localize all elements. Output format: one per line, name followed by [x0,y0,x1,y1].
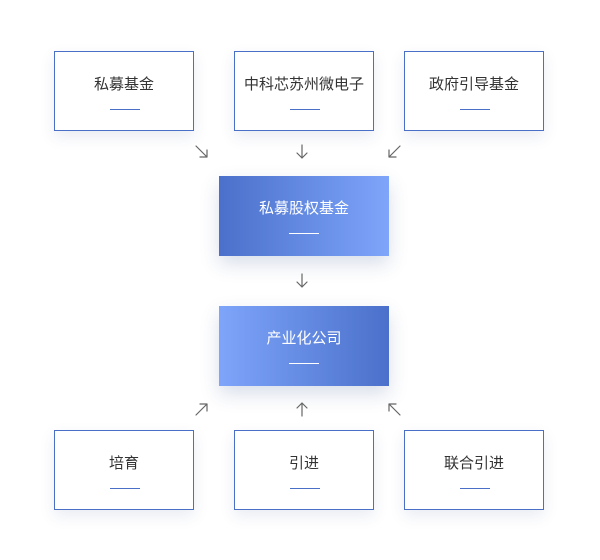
source-box-zhongkexin: 中科芯苏州微电子 [234,51,374,131]
underline-divider [460,109,490,110]
company-label: 产业化公司 [266,329,342,347]
source-label: 政府引导基金 [428,75,519,93]
private-equity-fund-box: 私募股权基金 [219,176,389,256]
fund-label: 私募股权基金 [258,199,349,217]
underline-divider [110,488,140,489]
underline-divider [289,233,319,234]
underline-divider [289,363,319,364]
source-box-government-fund: 政府引导基金 [404,51,544,131]
arrow-down-icon [294,144,310,160]
underline-divider [290,488,320,489]
support-box-introduce: 引进 [234,430,374,510]
arrow-down-left-icon [386,144,402,160]
arrow-up-left-icon [386,401,402,417]
underline-divider [110,109,140,110]
support-box-joint-introduce: 联合引进 [404,430,544,510]
source-label: 中科芯苏州微电子 [243,75,364,93]
support-label: 培育 [108,454,139,472]
industrialization-company-box: 产业化公司 [219,306,389,386]
arrow-up-right-icon [194,401,210,417]
arrow-down-right-icon [194,144,210,160]
support-label: 引进 [288,454,319,472]
underline-divider [460,488,490,489]
support-label: 联合引进 [443,454,504,472]
source-box-private-fund: 私募基金 [54,51,194,131]
arrow-up-icon [294,401,310,417]
support-box-cultivate: 培育 [54,430,194,510]
underline-divider [290,109,320,110]
arrow-down-icon [294,273,310,289]
source-label: 私募基金 [93,75,154,93]
